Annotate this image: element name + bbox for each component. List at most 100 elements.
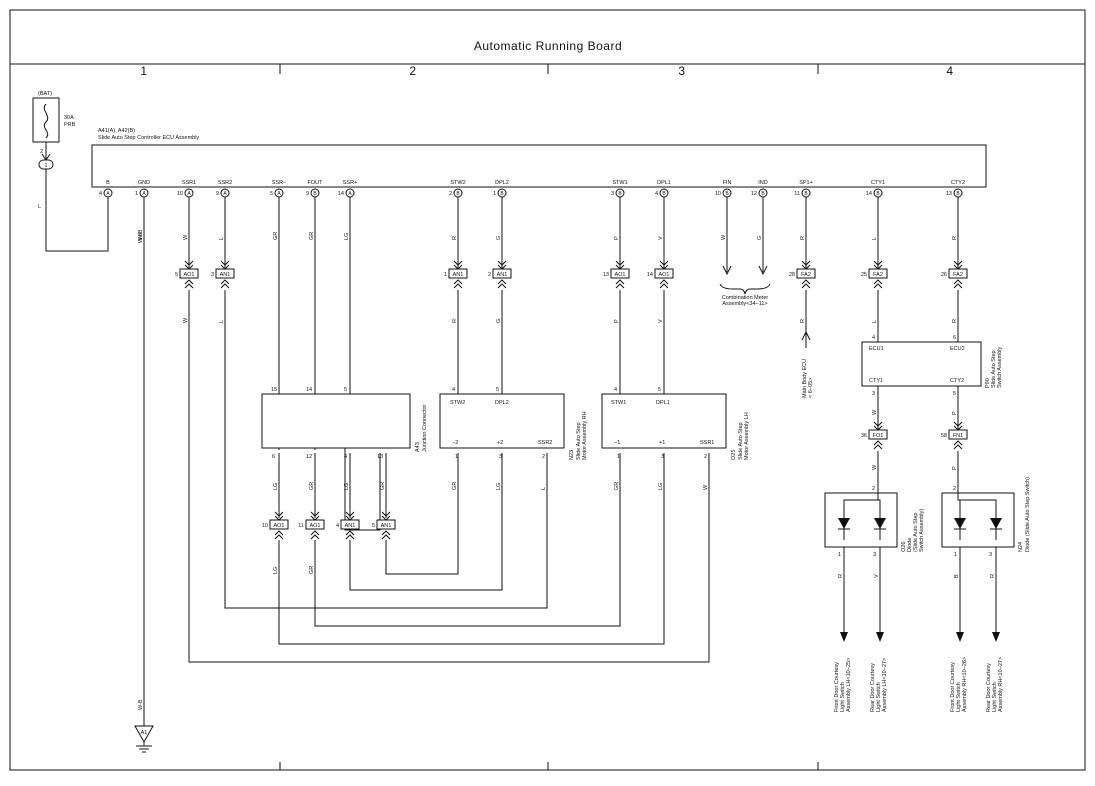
connector-arrow-icon	[345, 511, 355, 521]
wire-color-label: R	[800, 236, 806, 240]
connector-arrow-icon	[953, 279, 963, 289]
column-number: 2	[409, 64, 416, 78]
connector-arrow-icon	[659, 260, 669, 270]
ecu-pin-number: 1	[135, 191, 138, 197]
destination-label: Front Door CourtesyLight SwitchAssembly …	[950, 657, 968, 712]
wire-color-label: G	[757, 236, 763, 240]
wire-color-label: R	[952, 319, 958, 323]
wire-color-label: LG	[344, 483, 350, 490]
inline-connector: AN1 2G	[488, 260, 512, 323]
wire-color-label: P	[614, 319, 620, 323]
connector-pin-number: 1	[444, 272, 447, 278]
ecu-pin-number: 14	[338, 191, 344, 197]
connector-arrow-icon	[274, 511, 284, 521]
wire-color-label: P	[952, 466, 958, 470]
column-number: 1	[140, 64, 147, 78]
connector-code: FO1	[873, 433, 884, 439]
destination-label-line: Light Switch	[876, 682, 882, 712]
diode-o26-ref: O26	[901, 542, 907, 552]
connector-arrow-icon	[310, 511, 320, 521]
ecu-terminal-connector: A	[277, 191, 281, 197]
wire-color-label: LG	[658, 483, 664, 490]
pin-number: 3	[989, 552, 992, 558]
destination-label-line: Assembly LH<10−27>	[882, 658, 888, 712]
ecu-pin-number: 4	[99, 191, 102, 197]
ecu-pin-name: SSR2	[218, 180, 232, 186]
pin-number: 5	[344, 387, 347, 393]
wire-color-label: R	[452, 236, 458, 240]
motor-lh-name: Slide Auto StepMotor Assembly LH	[738, 412, 750, 460]
connector-pin-number: 2	[488, 272, 491, 278]
connector-code: FA2	[873, 272, 883, 278]
connector-code: AO1	[614, 272, 625, 278]
destination-label-line: Assembly LH<10−25>	[846, 658, 852, 712]
wire-color-label: L	[38, 204, 41, 210]
motor-lh-terminal: DPL1	[656, 400, 670, 406]
wire-battery-to-ecu	[45, 169, 109, 252]
wire-color-label: GR	[614, 482, 620, 490]
connector-pin-number: 28	[789, 272, 795, 278]
wire-color-label: W	[183, 317, 189, 323]
ecu-terminal-connector: A	[223, 191, 227, 197]
ecu-ref: A41(A), A42(B)	[98, 128, 135, 134]
wire-color-label: L	[219, 237, 225, 240]
pin-number: 5	[953, 391, 956, 397]
ecu-pin-number: 12	[751, 191, 757, 197]
connector-arrow-icon	[873, 421, 883, 431]
wire-color-label: L	[872, 237, 878, 240]
destination-label: Rear Door CourtesyLight SwitchAssembly L…	[870, 658, 888, 712]
ecu-pin-number: 3	[611, 191, 614, 197]
connector-arrow-icon	[184, 279, 194, 289]
wire-color-label: B	[954, 574, 960, 578]
ground-icon	[136, 742, 152, 753]
ecu-pin-name: IND	[758, 180, 768, 186]
battery-label: (BAT)	[38, 91, 52, 97]
connector-arrow-icon	[310, 530, 320, 540]
wire-color-label: W	[872, 464, 878, 470]
pin-number: 4	[452, 387, 455, 393]
pin-number: 1	[954, 552, 957, 558]
pin-number: 3	[499, 454, 502, 460]
destination-label: Front Door CourtesyLight SwitchAssembly …	[834, 658, 852, 712]
junction-terminal-number: 1	[44, 163, 47, 169]
ecu-pin-number: 2	[449, 191, 452, 197]
wire-color-label: W-B	[138, 229, 144, 240]
connector-code: AN1	[453, 272, 464, 278]
ecu-terminal-connector: B	[456, 191, 460, 197]
connector-code: AN1	[497, 272, 508, 278]
connector-pin-number: 5	[175, 272, 178, 278]
ecu-pin-number: 4	[655, 191, 658, 197]
connector-code: FA2	[953, 272, 963, 278]
motor-lh-terminal: SSR1	[700, 440, 714, 446]
pin-number: 3	[873, 552, 876, 558]
motor-rh-terminal: −2	[452, 440, 458, 446]
wiring-network	[143, 197, 1000, 726]
connector-code: AO1	[658, 272, 669, 278]
pin-number: 3	[661, 454, 664, 460]
wire-color-label: G	[496, 319, 502, 323]
connector-arrow-icon	[497, 260, 507, 270]
connector-code: AO1	[273, 523, 284, 529]
connector-arrow-icon	[453, 279, 463, 289]
fuse-name: PRB	[64, 122, 76, 128]
connector-arrow-icon	[873, 440, 883, 450]
diode-o26-box	[824, 492, 898, 548]
connector-code: AO1	[183, 272, 194, 278]
main-body-ecu-label: Main Body ECU< 6−05>	[802, 359, 814, 398]
motor-rh-name: Slide Auto StepMotor Assembly RH	[576, 411, 588, 460]
pin-number: 4	[614, 387, 617, 393]
connector-code: AN1	[220, 272, 231, 278]
connector-code: AN1	[345, 523, 356, 529]
fuse-pin: 2	[40, 149, 43, 155]
wire-color-label: V	[658, 319, 664, 323]
pin-number: 5	[658, 387, 661, 393]
inline-connector: AO1 5W	[175, 260, 199, 323]
pin-number: 2	[542, 454, 545, 460]
wire-color-label: L	[219, 320, 225, 323]
destination-label-line: Light Switch	[956, 682, 962, 712]
ecu-box	[91, 144, 987, 188]
